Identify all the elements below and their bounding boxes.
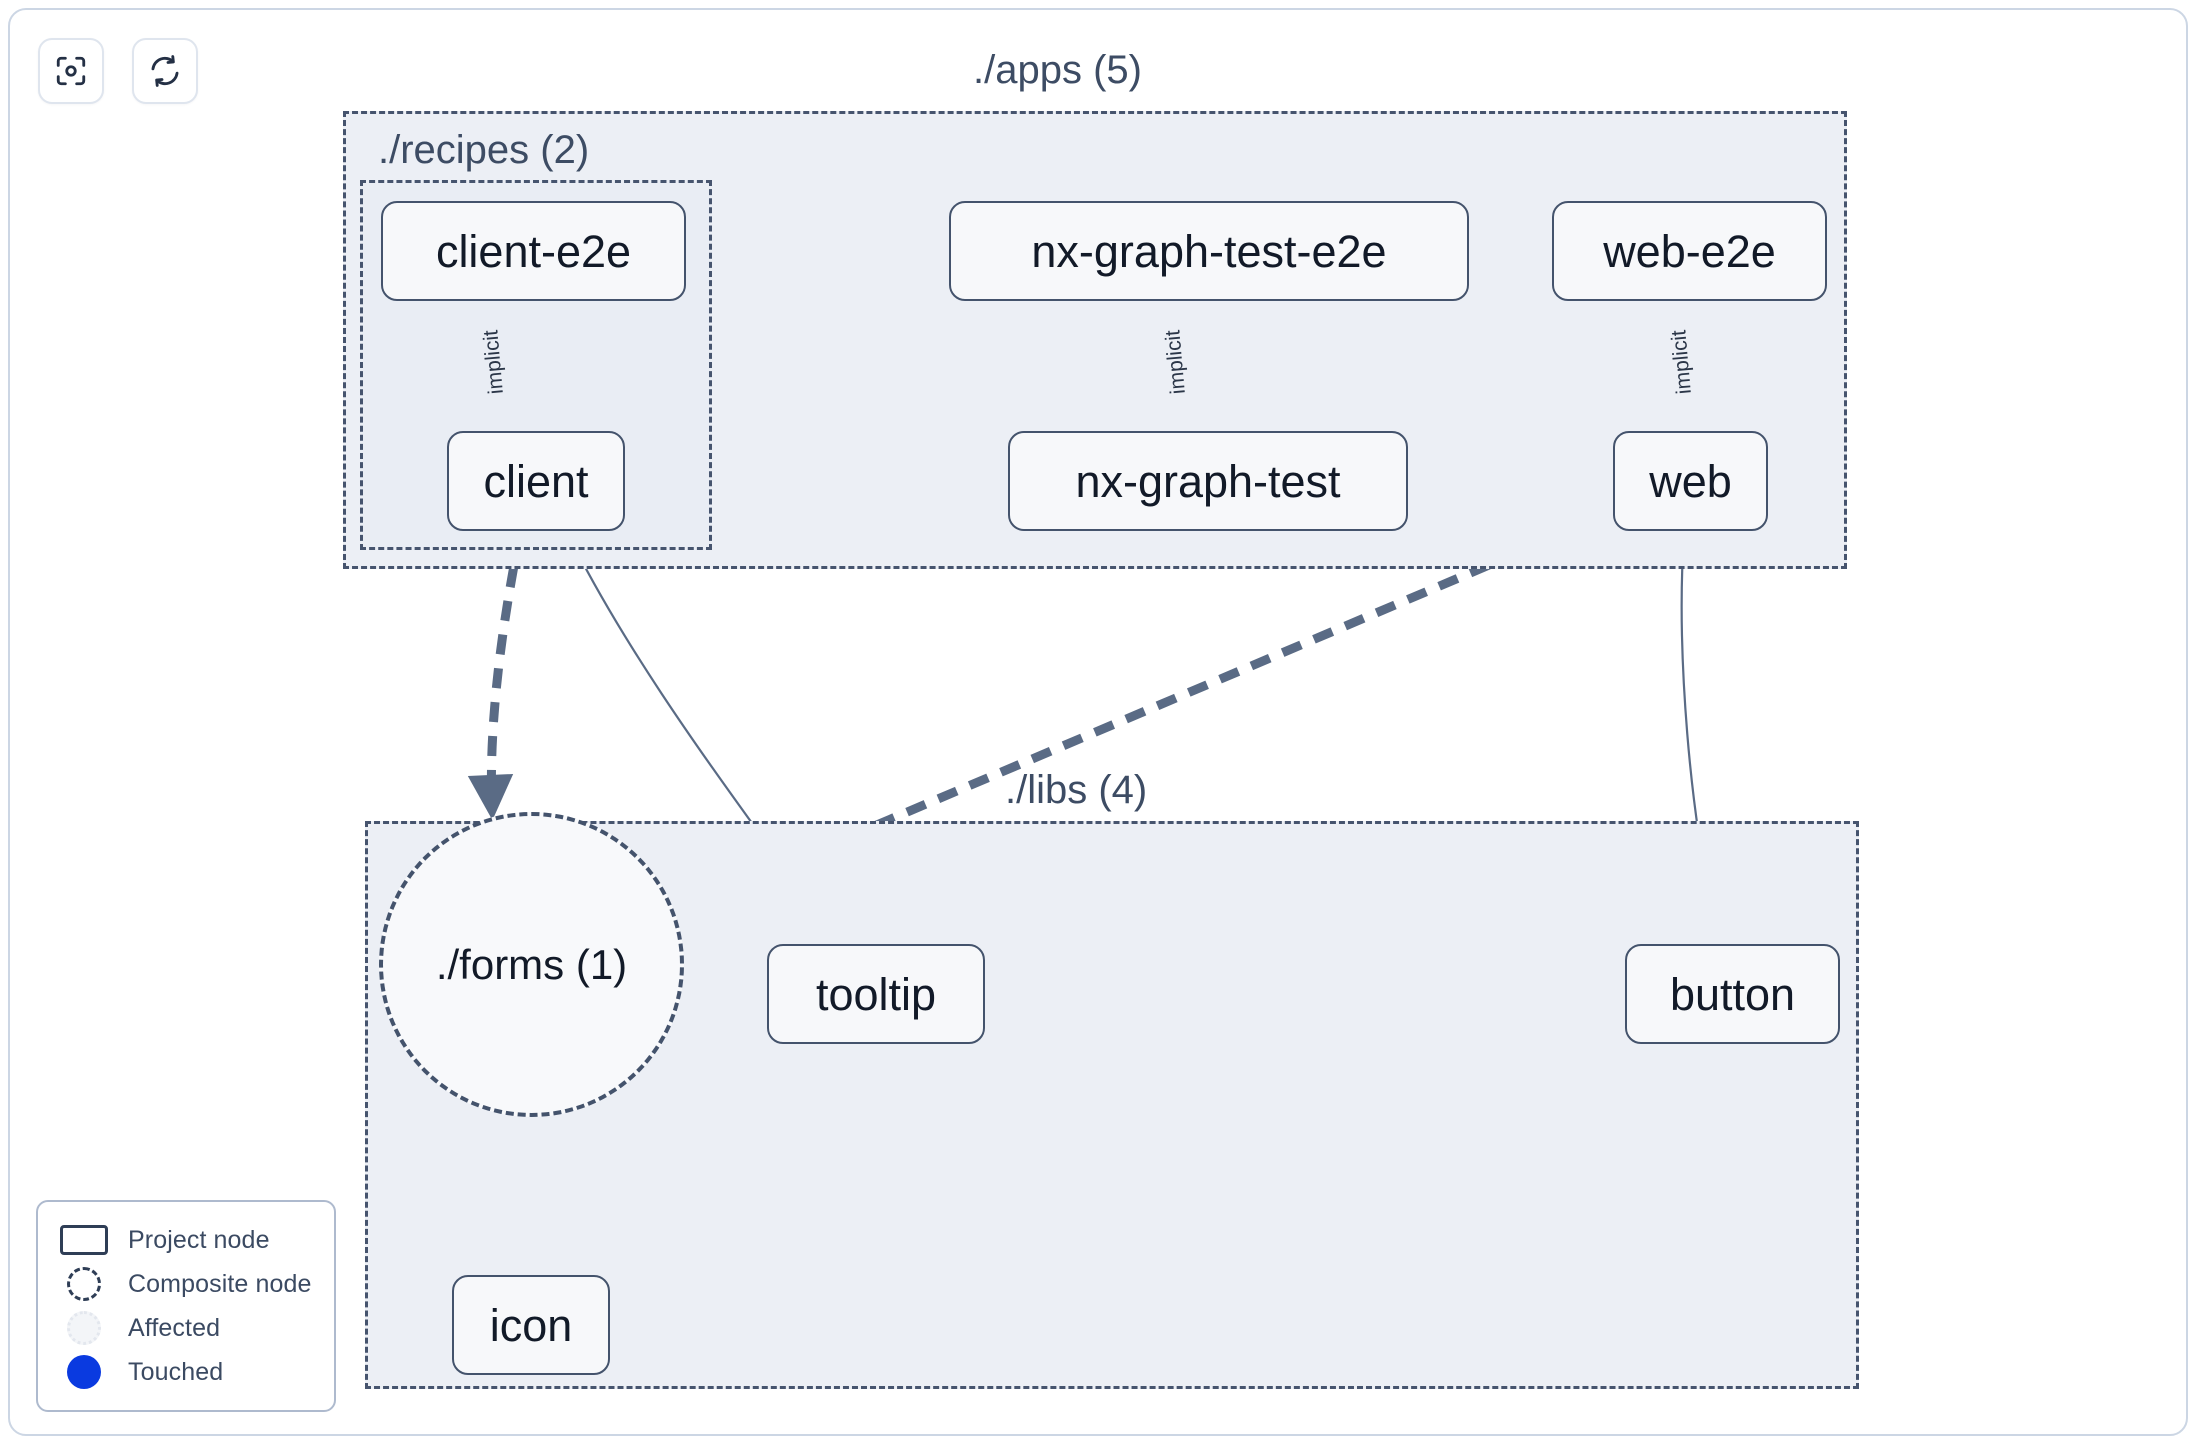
node-label-nx-graph-test-e2e: nx-graph-test-e2e [1031, 225, 1387, 277]
node-nx-graph-test-e2e[interactable]: nx-graph-test-e2e [949, 201, 1469, 301]
node-client-e2e[interactable]: client-e2e [381, 201, 686, 301]
graph-toolbar [38, 38, 198, 104]
legend-label-composite-node: Composite node [128, 1269, 312, 1298]
node-label-icon: icon [489, 1299, 573, 1351]
legend-item-composite-node: Composite node [56, 1262, 316, 1306]
legend-label-affected: Affected [128, 1313, 221, 1342]
node-label-client-e2e: client-e2e [435, 225, 632, 277]
node-label-forms: ./forms (1) [435, 940, 628, 988]
focus-graph-button[interactable] [38, 38, 104, 104]
legend-item-project-node: Project node [56, 1218, 316, 1262]
node-label-nx-graph-test: nx-graph-test [1075, 455, 1341, 507]
legend-item-affected: Affected [56, 1306, 316, 1350]
node-label-tooltip: tooltip [815, 968, 937, 1020]
affected-swatch-icon [56, 1311, 112, 1345]
node-forms-composite[interactable]: ./forms (1) [379, 812, 684, 1117]
node-nx-graph-test[interactable]: nx-graph-test [1008, 431, 1408, 531]
refresh-graph-button[interactable] [132, 38, 198, 104]
graph-legend: Project node Composite node Affected Tou… [36, 1200, 336, 1412]
focus-icon [54, 54, 88, 88]
node-label-client: client [483, 455, 589, 507]
refresh-icon [148, 54, 182, 88]
node-client[interactable]: client [447, 431, 625, 531]
legend-label-project-node: Project node [128, 1225, 270, 1254]
composite-node-swatch-icon [56, 1267, 112, 1301]
legend-item-touched: Touched [56, 1350, 316, 1394]
group-label-recipes: ./recipes (2) [378, 128, 590, 172]
node-icon[interactable]: icon [452, 1275, 610, 1375]
group-label-libs: ./libs (4) [1005, 768, 1148, 812]
node-label-web-e2e: web-e2e [1603, 225, 1776, 277]
node-tooltip[interactable]: tooltip [767, 944, 985, 1044]
group-label-apps: ./apps (5) [973, 48, 1142, 92]
node-web-e2e[interactable]: web-e2e [1552, 201, 1827, 301]
touched-swatch-icon [56, 1355, 112, 1389]
node-label-web: web [1649, 455, 1732, 507]
node-button[interactable]: button [1625, 944, 1840, 1044]
project-node-swatch-icon [56, 1225, 112, 1255]
node-web[interactable]: web [1613, 431, 1768, 531]
node-label-button: button [1669, 968, 1796, 1020]
legend-label-touched: Touched [128, 1357, 224, 1386]
